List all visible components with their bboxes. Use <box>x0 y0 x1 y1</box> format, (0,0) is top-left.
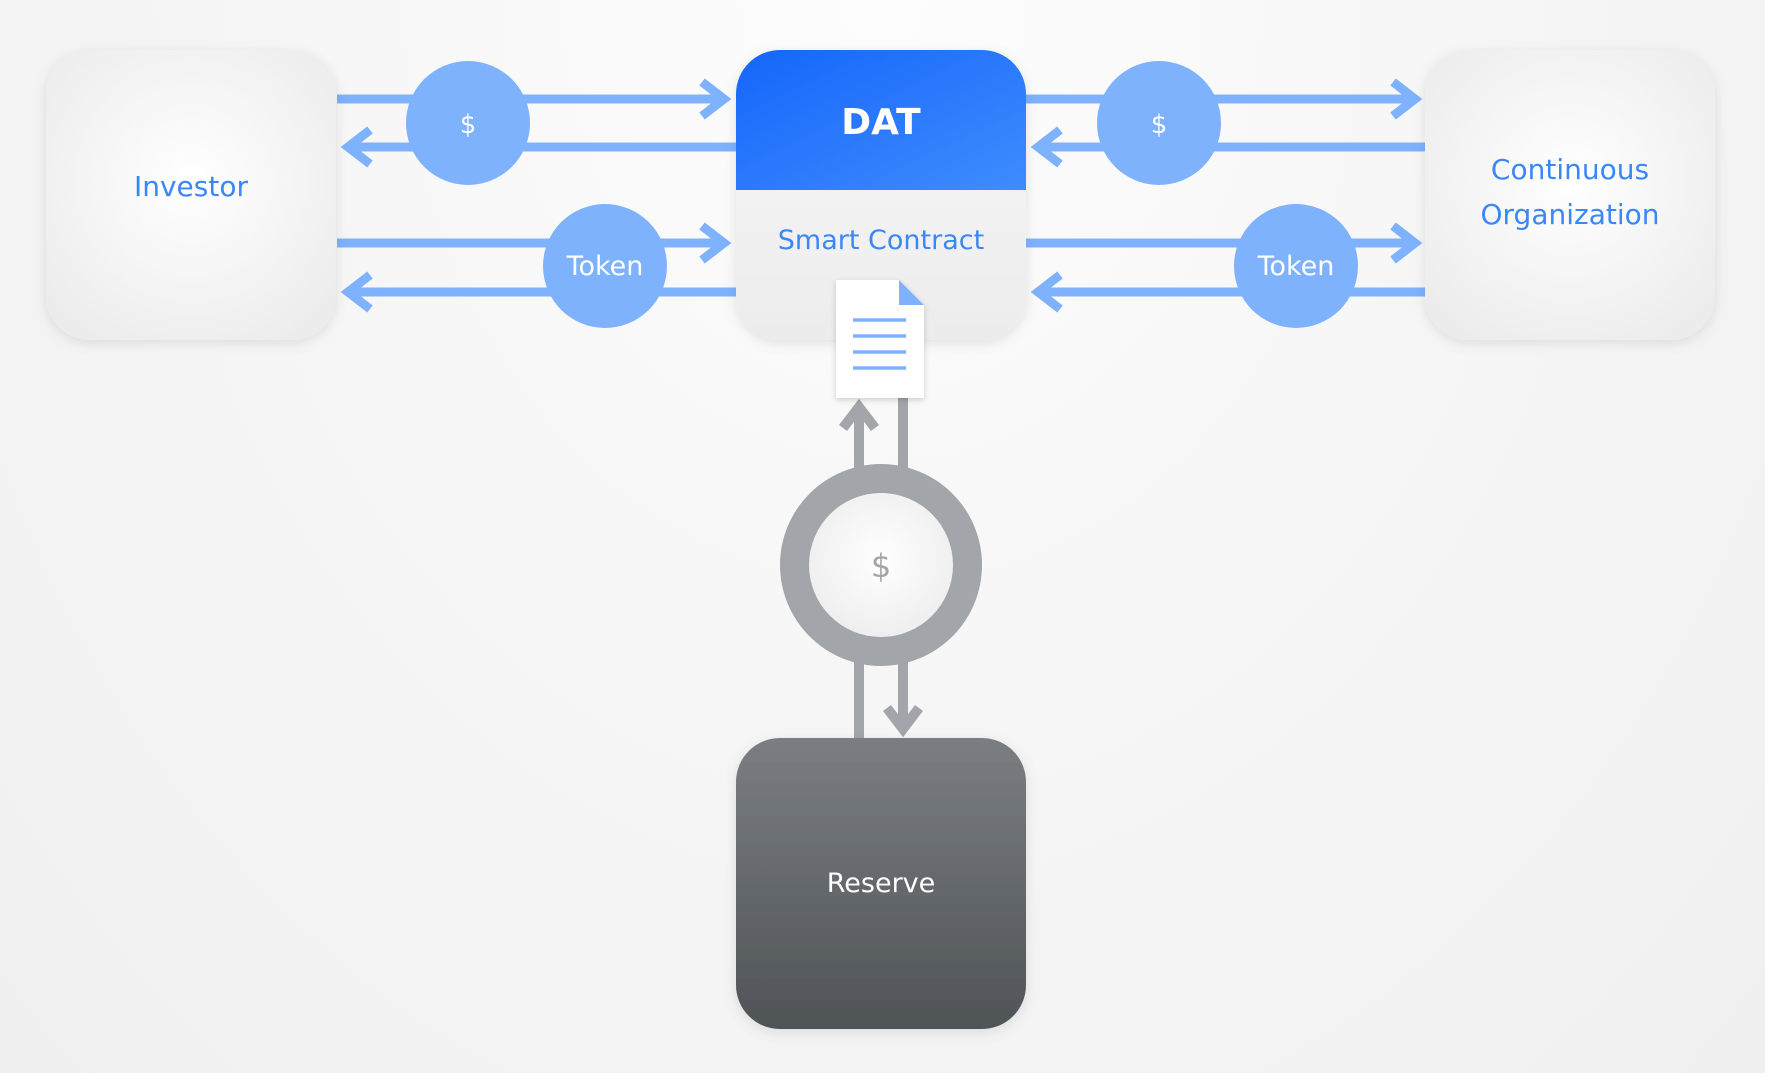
dat-header <box>736 50 1026 190</box>
dat-node: DAT Smart Contract <box>736 50 1026 340</box>
reserve-dollar-coin-label: $ <box>871 547 891 585</box>
investor-dollar-arrowhead-left <box>340 126 373 168</box>
investor-dollar-arrowhead-right <box>699 78 732 120</box>
investor-label: Investor <box>134 170 248 203</box>
reserve-arrowhead-up <box>839 398 879 432</box>
reserve-label: Reserve <box>827 868 936 899</box>
investor-token-arrowhead-left <box>340 271 373 313</box>
reserve-dollar-coin: $ <box>780 464 982 666</box>
organization-dollar-chip: $ <box>1097 61 1221 185</box>
investor-token-arrowhead-right <box>699 222 732 264</box>
dat-title: DAT <box>841 102 921 143</box>
organization-dollar-chip-label: $ <box>1151 110 1168 140</box>
organization-token-arrowhead-right <box>1390 222 1423 264</box>
document-icon <box>836 280 924 398</box>
organization-token-chip-label: Token <box>1257 251 1335 282</box>
organization-token-arrowhead-left <box>1030 271 1063 313</box>
organization-token-chip: Token <box>1234 204 1358 328</box>
reserve-node: Reserve <box>736 738 1026 1029</box>
organization-flows <box>1026 78 1425 313</box>
investor-token-chip: Token <box>543 204 667 328</box>
smart-contract-label: Smart Contract <box>778 225 984 256</box>
organization-label-line1: Continuous <box>1491 153 1649 186</box>
organization-dollar-arrowhead-right <box>1390 78 1423 120</box>
investor-dollar-chip-label: $ <box>460 110 477 140</box>
investor-node: Investor <box>46 50 336 340</box>
investor-flows <box>337 78 736 313</box>
organization-node: Continuous Organization <box>1425 50 1715 340</box>
reserve-arrowhead-down <box>883 704 923 738</box>
organization-label-line2: Organization <box>1480 198 1659 231</box>
investor-dollar-chip: $ <box>406 61 530 185</box>
investor-token-chip-label: Token <box>566 251 644 282</box>
organization-dollar-arrowhead-left <box>1030 126 1063 168</box>
